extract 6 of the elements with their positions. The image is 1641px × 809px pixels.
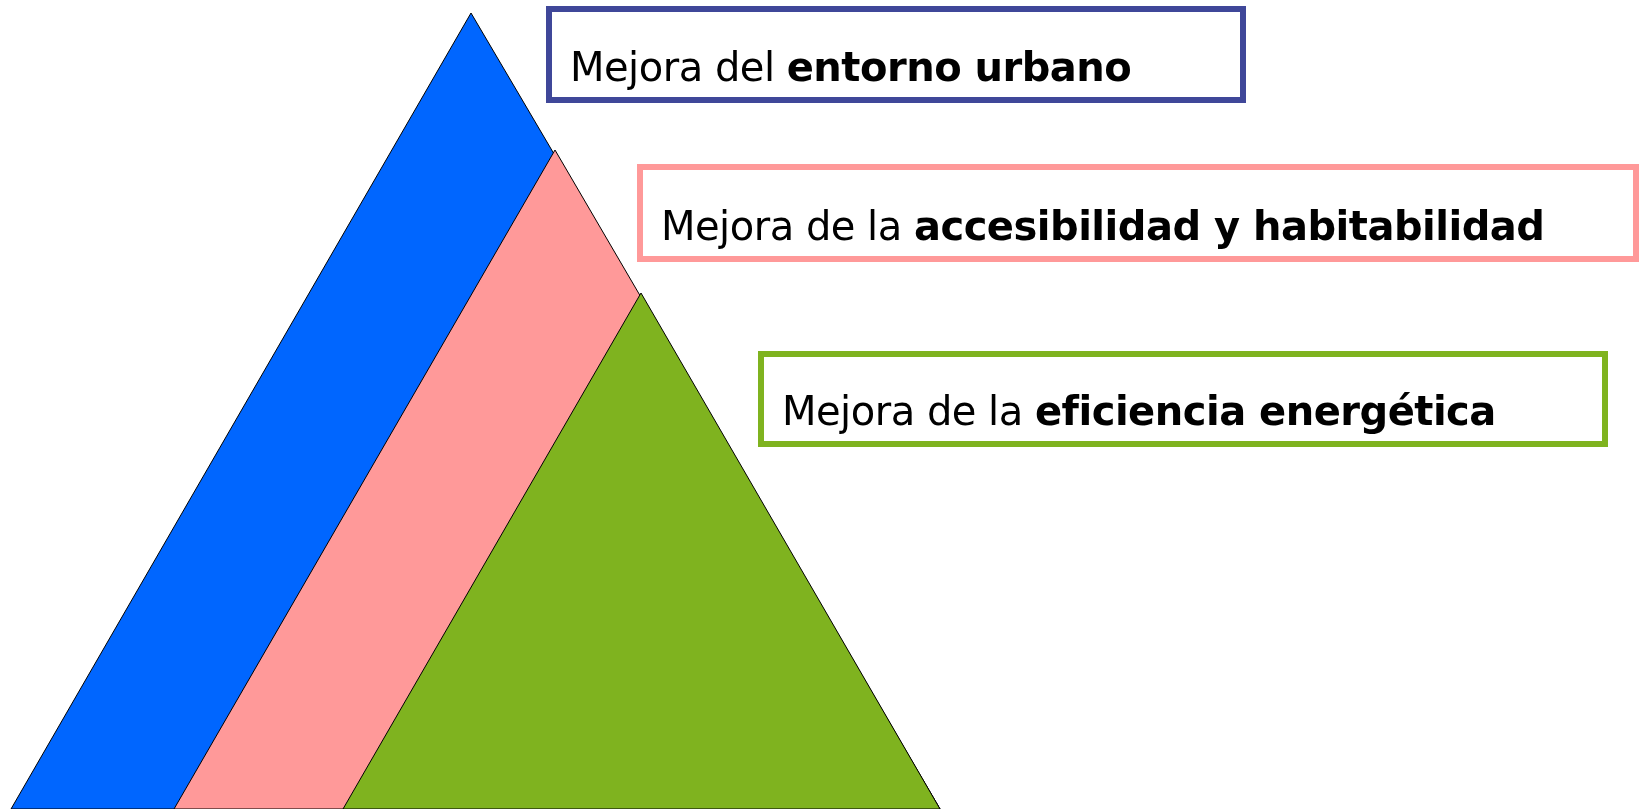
label-box bbox=[546, 6, 1246, 103]
label-box bbox=[637, 164, 1639, 262]
box-text: Mejora de la accesibilidad y habitabilidad bbox=[661, 202, 1545, 250]
label-box bbox=[758, 351, 1608, 447]
box-text: Mejora del entorno urbano bbox=[570, 43, 1132, 91]
box-text: Mejora de la eficiencia energética bbox=[782, 387, 1496, 435]
